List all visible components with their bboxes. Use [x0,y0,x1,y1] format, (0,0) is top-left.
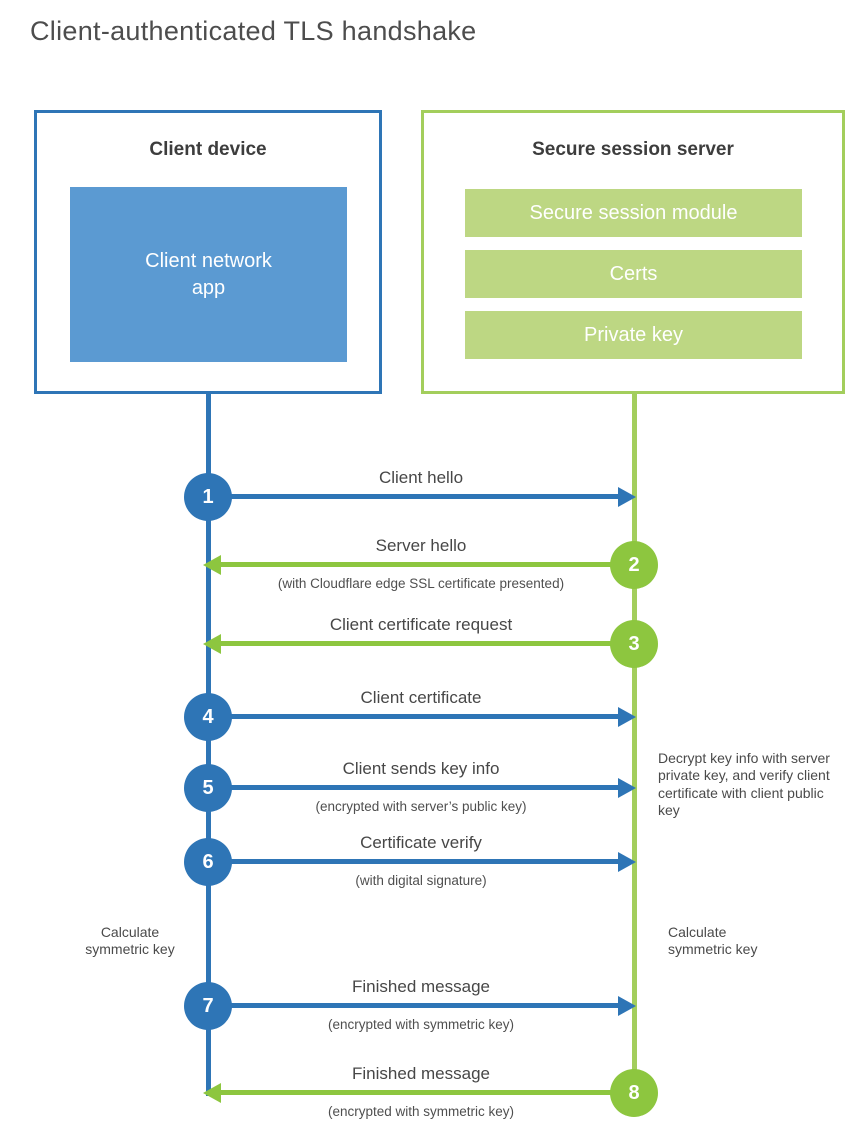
step-sublabel: (encrypted with symmetric key) [327,1017,515,1032]
message-arrow-line [208,1003,618,1008]
message-arrow-line [220,562,634,567]
client-device-box: Client device Client network app [34,110,382,394]
arrowhead-left-icon [203,555,221,575]
step-number: 3 [628,632,640,655]
step-number: 4 [202,705,214,728]
step-label: Client sends key info [342,759,500,778]
step-number: 2 [628,553,640,576]
decrypt-note: Decrypt key info with server private key… [658,750,830,819]
calculate-symmetric-key-client-note: Calculate symmetric key [85,924,175,958]
step-number-badge: 3 [610,620,658,668]
server-module-private-key: Private key [465,311,802,359]
arrowhead-right-icon [618,487,636,507]
message-arrow-line [208,494,618,499]
step-label: Client hello [378,468,464,487]
arrowhead-left-icon [203,1083,221,1103]
server-lifeline [631,391,637,1096]
message-arrow-line [208,714,618,719]
server-module-certs: Certs [465,250,802,298]
step-number: 1 [202,485,214,508]
server-module-label: Certs [609,263,658,285]
step-sublabel: (with Cloudflare edge SSL certificate pr… [277,576,565,591]
step-label: Finished message [352,1064,490,1083]
calculate-symmetric-key-server-note: Calculate symmetric key [668,924,758,958]
message-arrow-line [208,785,618,790]
secure-session-server-box: Secure session server Secure session mod… [421,110,845,394]
step-number-badge: 1 [184,473,232,521]
client-network-app-box: Client network app [70,187,347,362]
step-number: 7 [202,994,214,1017]
page-title: Client-authenticated TLS handshake [30,16,477,46]
step-label: Finished message [352,977,490,996]
message-arrow-line [220,641,634,646]
step-number: 6 [202,850,214,873]
client-device-title: Client device [149,139,267,160]
step-label: Client certificate request [329,615,513,634]
secure-session-server-title: Secure session server [532,139,734,160]
step-number-badge: 5 [184,764,232,812]
arrowhead-right-icon [618,707,636,727]
step-label: Server hello [375,536,467,555]
message-arrow-line [208,859,618,864]
arrowhead-right-icon [618,996,636,1016]
step-sublabel: (with digital signature) [355,873,487,888]
client-network-app-label: Client network app [145,249,272,299]
client-lifeline [205,391,211,1096]
step-label: Certificate verify [360,833,482,852]
server-module-label: Private key [584,324,683,346]
step-sublabel: (encrypted with server’s public key) [315,799,527,814]
step-number-badge: 8 [610,1069,658,1117]
step-sublabel: (encrypted with symmetric key) [327,1104,515,1119]
step-number-badge: 2 [610,541,658,589]
arrowhead-right-icon [618,852,636,872]
message-arrow-line [220,1090,634,1095]
server-module-secure-session: Secure session module [465,189,802,237]
step-number: 8 [628,1081,640,1104]
step-number-badge: 7 [184,982,232,1030]
arrowhead-left-icon [203,634,221,654]
step-number: 5 [202,776,214,799]
step-label: Client certificate [360,688,482,707]
step-number-badge: 6 [184,838,232,886]
arrowhead-right-icon [618,778,636,798]
server-module-label: Secure session module [529,202,738,224]
step-number-badge: 4 [184,693,232,741]
